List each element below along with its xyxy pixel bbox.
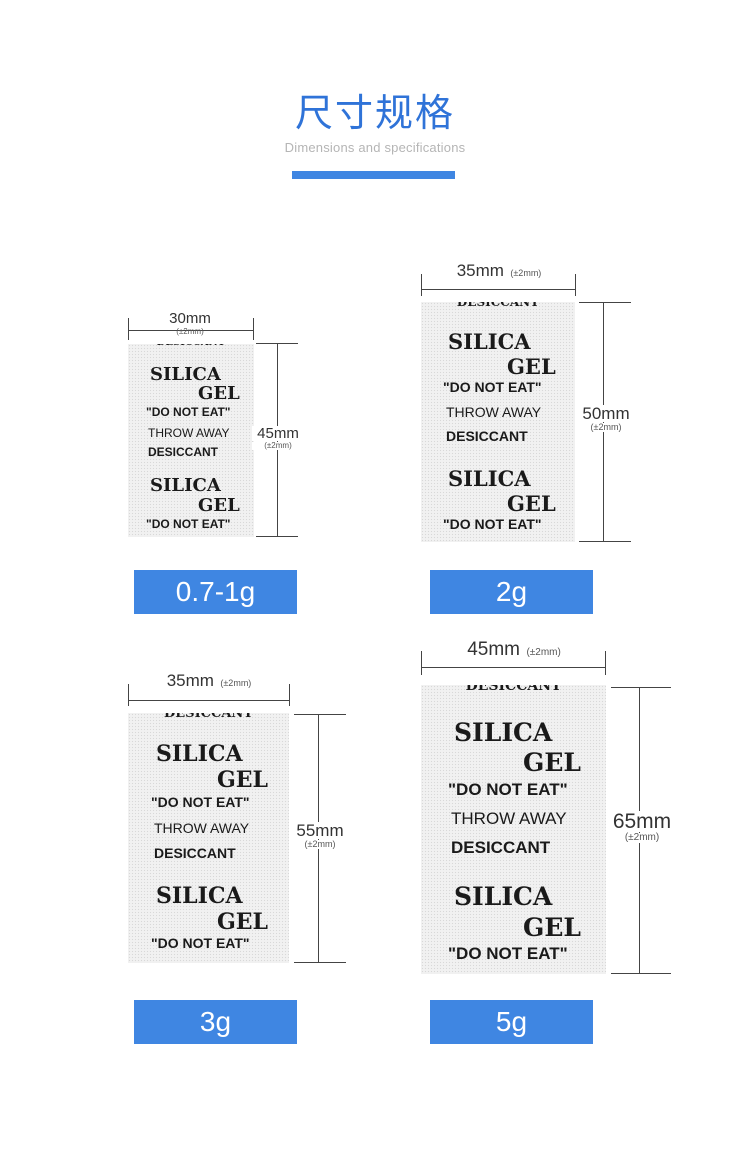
weight-badge: 0.7-1g [134, 570, 297, 614]
silica-gel-packet: DESICCANT SILICA GEL "DO NOT EAT" THROW … [128, 344, 254, 537]
weight-badge: 5g [430, 1000, 593, 1044]
height-label: 65mm (±2mm) [607, 811, 677, 843]
width-label: 35mm (±2mm) [454, 261, 542, 280]
dimension-tick [289, 684, 290, 706]
title-underline-bar [292, 171, 455, 179]
dimension-tick [128, 318, 129, 340]
width-label: 45mm (±2mm) [465, 639, 561, 660]
dimension-tick [611, 687, 671, 688]
dimension-tick [611, 973, 671, 974]
silica-gel-packet: DESICCANT SILICA GEL "DO NOT EAT" THROW … [421, 302, 575, 542]
dimension-tick [579, 541, 631, 542]
height-label: 45mm (±2mm) [252, 426, 304, 450]
page-title: 尺寸规格 [294, 91, 455, 135]
height-label: 55mm (±2mm) [290, 822, 350, 849]
weight-badge: 3g [134, 1000, 297, 1044]
dimension-tick [421, 274, 422, 296]
weight-badge: 2g [430, 570, 593, 614]
dimension-tick [294, 714, 346, 715]
height-label: 50mm (±2mm) [576, 405, 636, 432]
dimension-tick [579, 302, 631, 303]
width-dimension-line [128, 700, 289, 701]
silica-gel-packet: DESICCANT SILICA GEL "DO NOT EAT" THROW … [128, 713, 289, 963]
width-label: 35mm (±2mm) [164, 671, 252, 690]
dimension-tick [421, 651, 422, 675]
width-dimension-line [128, 330, 253, 331]
dimension-tick [575, 274, 576, 296]
dimension-tick [294, 962, 346, 963]
dimension-tick [253, 318, 254, 340]
width-dimension-line [421, 289, 575, 290]
page-subtitle: Dimensions and specifications [284, 140, 466, 155]
silica-gel-packet: DESICCANT SILICA GEL "DO NOT EAT" THROW … [421, 685, 606, 974]
dimension-tick [605, 651, 606, 675]
dimension-tick [256, 536, 298, 537]
dimension-tick [128, 684, 129, 706]
width-dimension-line [421, 667, 605, 668]
width-label: 30mm (±2mm) [167, 310, 213, 336]
